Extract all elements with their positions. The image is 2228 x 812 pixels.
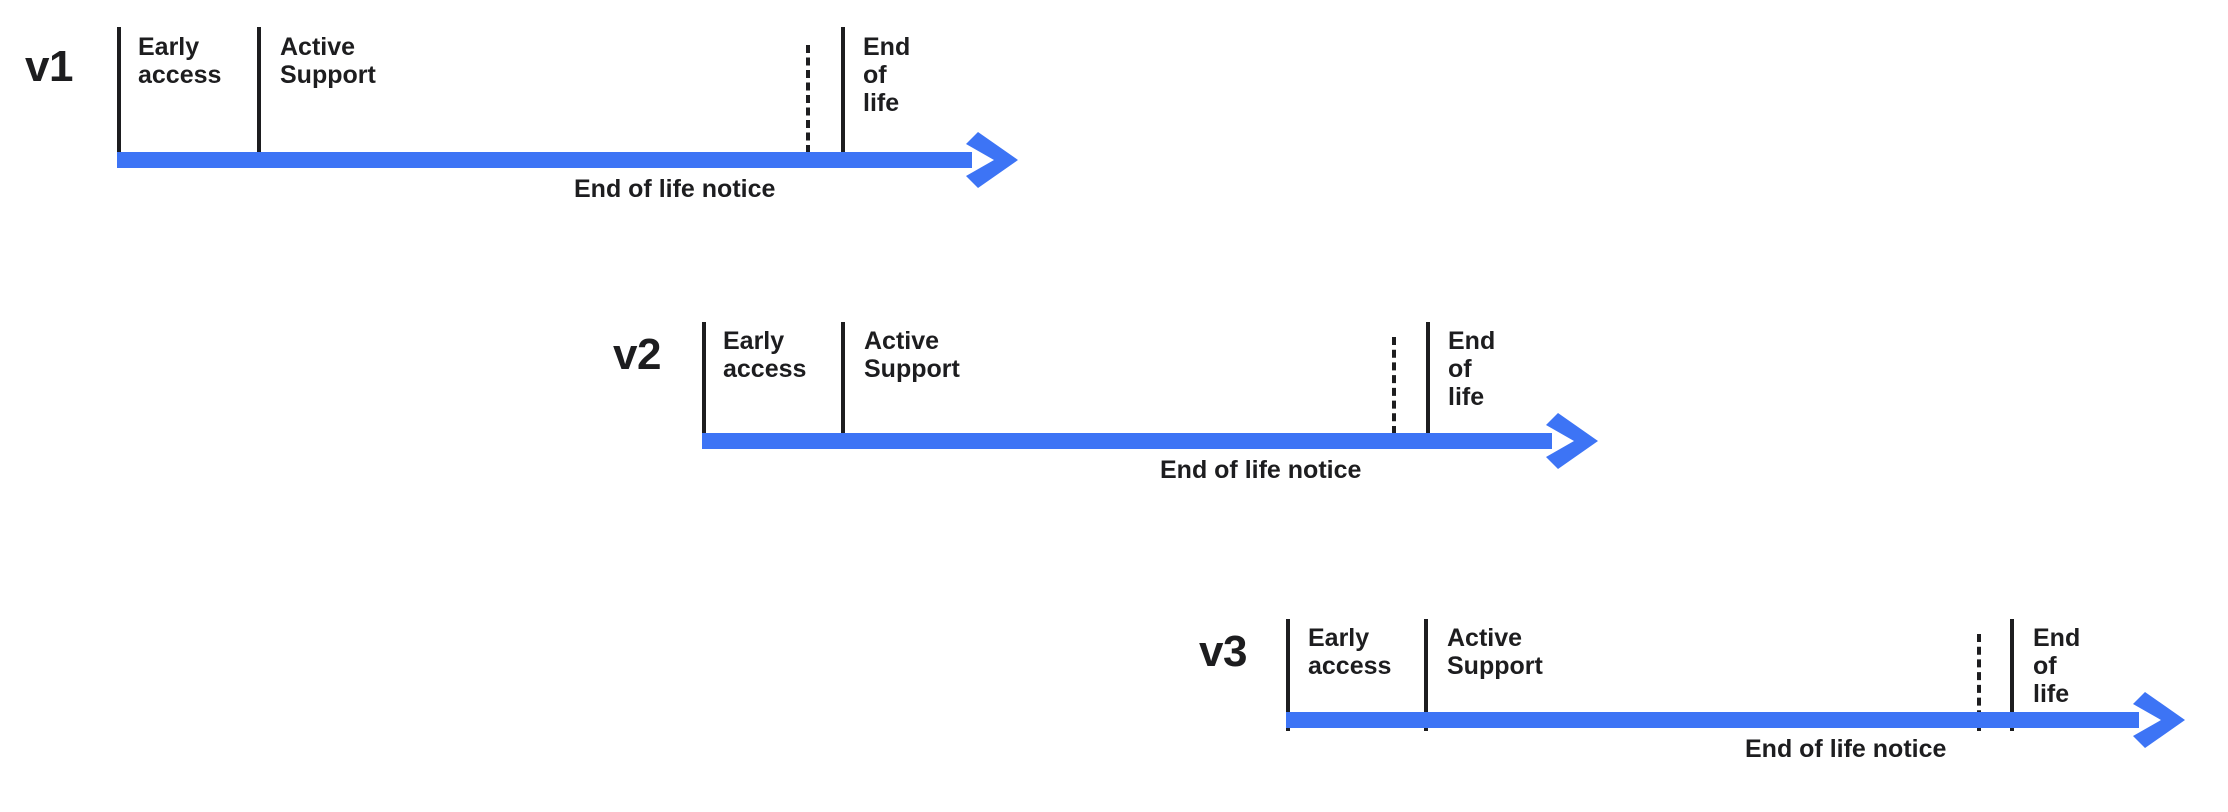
timeline-bar-v3 (1286, 712, 2139, 728)
bar-caption-v1: End of life notice (574, 175, 776, 203)
timeline-bar-v1 (117, 152, 972, 168)
phase-label-end-of-life-v2: End of life (1448, 327, 1496, 411)
version-label-v1: v1 (25, 42, 73, 91)
version-label-v3: v3 (1199, 627, 1247, 676)
divider-active-support-start-v3 (1424, 619, 1428, 731)
divider-end-of-life-notice-v3 (1977, 634, 1981, 731)
phase-label-early-access-v2: Early access (723, 327, 807, 383)
phase-label-active-support-v3: Active Support (1447, 624, 1543, 680)
divider-early-access-start-v3 (1286, 619, 1290, 731)
timeline-bar-v2 (702, 433, 1552, 449)
divider-early-access-start-v1 (117, 27, 121, 153)
divider-active-support-start-v2 (841, 322, 845, 434)
divider-end-of-life-notice-v2 (1392, 337, 1396, 434)
bar-caption-v3: End of life notice (1745, 735, 1947, 763)
bar-caption-v2: End of life notice (1160, 456, 1362, 484)
divider-end-of-life-notice-v1 (806, 45, 810, 153)
phase-label-early-access-v1: Early access (138, 33, 222, 89)
phase-label-early-access-v3: Early access (1308, 624, 1392, 680)
phase-label-end-of-life-v3: End of life (2033, 624, 2081, 708)
phase-label-end-of-life-v1: End of life (863, 33, 911, 117)
timeline-arrow-icon-v3 (2133, 692, 2185, 748)
divider-end-of-life-start-v3 (2010, 619, 2014, 731)
version-label-v2: v2 (613, 330, 661, 379)
divider-active-support-start-v1 (257, 27, 261, 153)
phase-label-active-support-v1: Active Support (280, 33, 376, 89)
divider-early-access-start-v2 (702, 322, 706, 434)
timeline-arrow-icon-v1 (966, 132, 1018, 188)
divider-end-of-life-start-v1 (841, 27, 845, 153)
timeline-arrow-icon-v2 (1546, 413, 1598, 469)
divider-end-of-life-start-v2 (1426, 322, 1430, 434)
phase-label-active-support-v2: Active Support (864, 327, 960, 383)
